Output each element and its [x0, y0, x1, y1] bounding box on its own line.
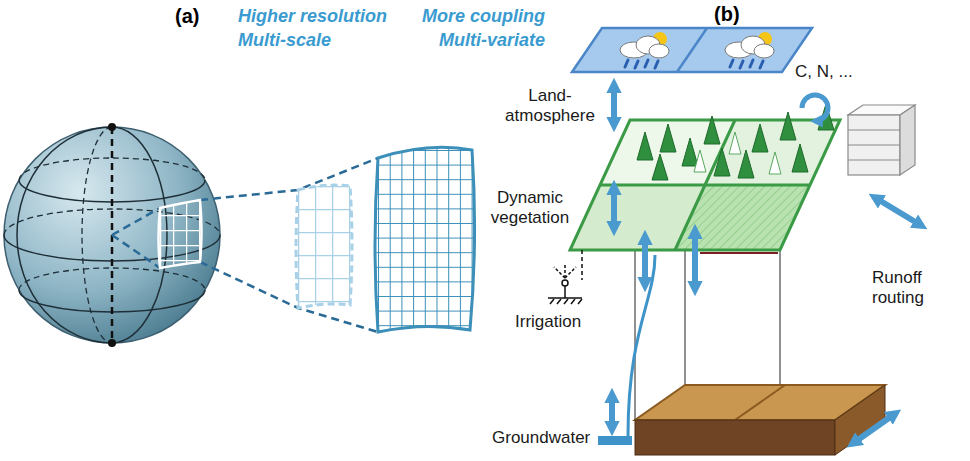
weather-icon [725, 32, 774, 68]
process-label: Land- atmosphere [500, 86, 600, 127]
building [848, 105, 915, 175]
theme-heading: Higher resolution [238, 6, 387, 28]
process-label: Groundwater [492, 428, 590, 448]
panel-letter: (a) [175, 4, 199, 28]
trees [637, 104, 834, 180]
grid-patches [159, 147, 475, 332]
process-label: Dynamic vegetation [480, 188, 580, 229]
sky-layer [572, 28, 812, 72]
process-label: Runoff routing [872, 268, 952, 309]
theme-heading: More coupling [395, 6, 545, 28]
panel-letter: (b) [714, 2, 740, 26]
theme-heading: Multi-variate [395, 30, 545, 52]
process-label: Irrigation [515, 312, 581, 332]
globe [4, 123, 220, 347]
sprinkler-symbol [548, 250, 582, 304]
zoom-lines [112, 158, 378, 332]
weather-icon [620, 32, 669, 68]
soil-layer [635, 385, 885, 455]
flux-arrows [612, 84, 922, 444]
theme-heading: Multi-scale [238, 30, 331, 52]
process-label: C, N, ... [795, 62, 853, 82]
